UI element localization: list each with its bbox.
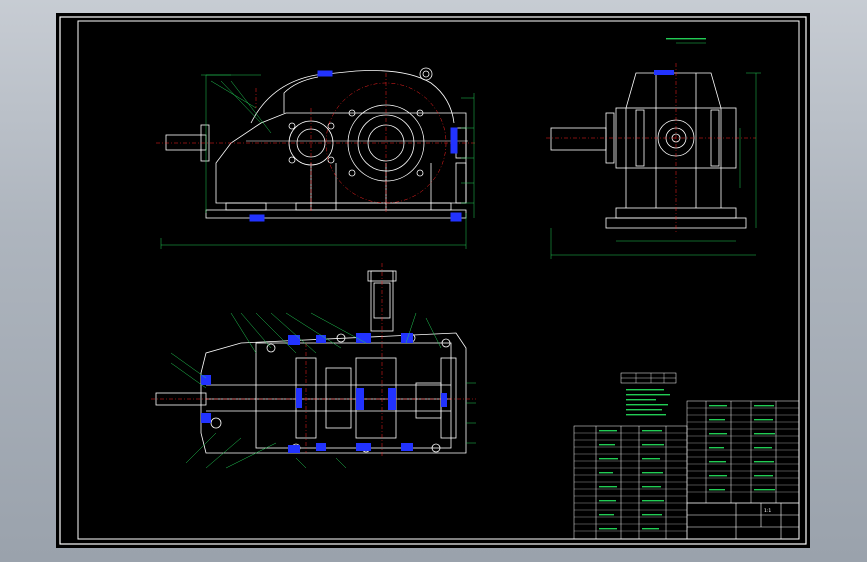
drawing-canvas: 1:1 (59, 16, 807, 545)
side-view (550, 72, 747, 229)
plan-view-section-fill (201, 333, 447, 453)
cover-arc (250, 70, 455, 124)
parts-list-rows (574, 407, 799, 532)
technical-notes (620, 38, 706, 416)
title-block-scale: 1:1 (764, 508, 771, 514)
front-view-centerlines (156, 73, 476, 213)
inner-border (77, 20, 800, 540)
side-view-centerlines (546, 63, 756, 233)
front-view-section-marks (249, 70, 462, 222)
front-view-dimensions (160, 74, 475, 249)
side-shaft (550, 127, 607, 151)
parts-list (573, 400, 800, 540)
plan-view-leaders (170, 312, 476, 469)
parts-list-entries (599, 405, 775, 530)
side-view-dimensions (550, 42, 761, 259)
side-view-section-marks (654, 70, 674, 75)
base-plate (205, 209, 467, 219)
plan-view (155, 270, 467, 454)
housing-lower (215, 112, 467, 204)
plan-housing (200, 332, 467, 454)
cad-viewport[interactable]: 1:1 (56, 13, 810, 548)
title-block (686, 502, 800, 540)
plan-view-centerlines (151, 263, 476, 458)
outer-border (59, 16, 807, 545)
